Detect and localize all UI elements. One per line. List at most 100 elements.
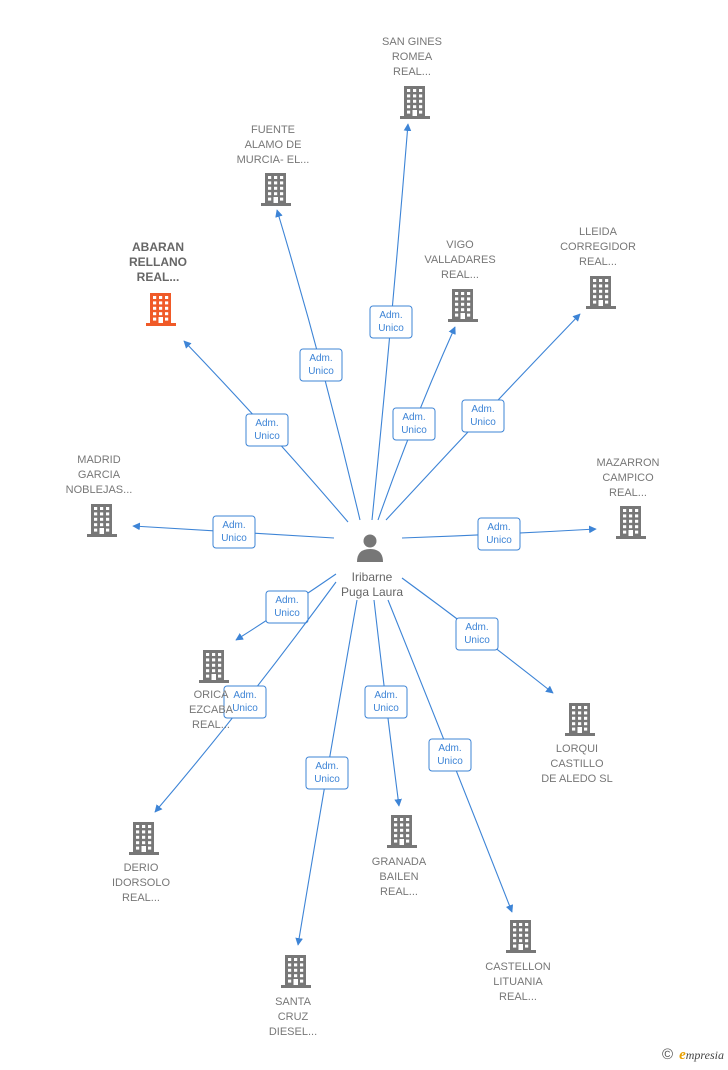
edge-role-label[interactable]: Adm.Unico	[299, 348, 343, 382]
edge-role-label[interactable]: Adm. Unico	[428, 738, 472, 772]
company-name-line: DE ALEDO SL	[541, 773, 613, 785]
edge-role-text: Adm.	[309, 353, 332, 364]
edge-5: Adm.Unico	[132, 515, 335, 549]
edge-role-label[interactable]: Adm.Unico	[392, 407, 436, 441]
company-name-line: LORQUI	[556, 743, 598, 755]
company-name-line: CASTELLON	[485, 961, 550, 973]
person-icon	[357, 534, 383, 562]
edge-role-label[interactable]: Adm. Unico	[369, 305, 413, 339]
edge-role-label[interactable]: Adm. Unico	[364, 685, 408, 719]
edge-role-text: Unico	[314, 774, 340, 785]
edge-7: Adm. Unico	[235, 573, 337, 641]
edge-role-text: Unico	[378, 323, 404, 334]
edge-role-text: Unico	[254, 431, 280, 442]
edge-role-text: Unico	[470, 417, 496, 428]
edge-role-text: Unico	[274, 608, 300, 619]
edge-role-text: Adm.	[379, 310, 402, 321]
edge-role-label[interactable]: Adm. Unico	[265, 590, 309, 624]
edge-role-label[interactable]: Adm.Unico	[455, 617, 499, 651]
company-name-line: MURCIA- EL...	[237, 154, 310, 166]
person-name-line: Puga Laura	[341, 585, 403, 599]
company-name-line: IDORSOLO	[112, 877, 171, 889]
company-node[interactable]: LORQUI CASTILLO DE ALEDO SL	[541, 703, 613, 785]
building-icon	[506, 920, 536, 953]
edge-2: Adm. Unico	[183, 340, 349, 523]
company-name-line: BAILEN	[379, 871, 418, 883]
company-name-line: REAL...	[441, 269, 479, 281]
edge-role-text: Adm.	[275, 595, 298, 606]
building-icon	[281, 955, 311, 988]
edge-10: Adm. Unico	[364, 599, 408, 807]
company-node[interactable]: ORICAEZCABAREAL...	[189, 650, 234, 731]
company-name-line: DERIO	[124, 862, 159, 874]
building-icon	[87, 504, 117, 537]
company-name-line: SAN GINES	[382, 36, 442, 48]
building-icon	[400, 86, 430, 119]
company-node[interactable]: CASTELLONLITUANIAREAL...	[485, 920, 551, 1003]
edge-8: Adm.Unico	[401, 577, 554, 694]
building-icon	[565, 703, 595, 736]
edge-role-text: Adm.	[487, 522, 510, 533]
company-node[interactable]: ABARANRELLANOREAL...	[129, 240, 187, 326]
company-name-line: VIGO	[446, 239, 474, 251]
building-icon	[199, 650, 229, 683]
company-node[interactable]: DERIO IDORSOLO REAL...	[112, 822, 171, 904]
edge-role-text: Unico	[437, 756, 463, 767]
edge-role-label[interactable]: Adm. Unico	[305, 756, 349, 790]
edge-9: Adm. Unico	[154, 581, 337, 813]
company-node[interactable]: MADRID GARCIA NOBLEJAS...	[66, 454, 133, 537]
company-name-line: NOBLEJAS...	[66, 484, 133, 496]
company-name-line: REAL...	[393, 66, 431, 78]
edge-role-text: Adm.	[471, 404, 494, 415]
company-name-line: RELLANO	[129, 255, 187, 269]
edge-role-text: Unico	[464, 635, 490, 646]
company-node[interactable]: LLEIDACORREGIDORREAL...	[560, 226, 636, 309]
edge-role-label[interactable]: Adm. Unico	[461, 399, 505, 433]
edge-role-label[interactable]: Adm. Unico	[477, 517, 521, 551]
company-name-line: CAMPICO	[602, 472, 654, 484]
company-name-line: REAL...	[579, 256, 617, 268]
edge-role-text: Unico	[486, 535, 512, 546]
company-name-line: REAL...	[122, 892, 160, 904]
edge-role-text: Unico	[373, 703, 399, 714]
edge-role-text: Unico	[232, 703, 258, 714]
company-name-line: REAL...	[380, 886, 418, 898]
edge-role-text: Adm.	[438, 743, 461, 754]
edge-11: Adm. Unico	[387, 599, 514, 913]
edge-role-label[interactable]: Adm. Unico	[223, 685, 267, 719]
company-name-line: VALLADARES	[424, 254, 495, 266]
edge-role-text: Adm.	[255, 418, 278, 429]
brand-logo: empresia	[679, 1047, 724, 1063]
company-node[interactable]: SANTACRUZDIESEL...	[269, 955, 317, 1038]
company-node[interactable]: FUENTE ALAMO DE MURCIA- EL...	[237, 124, 310, 206]
company-node[interactable]: VIGO VALLADARES REAL...	[424, 239, 496, 322]
building-icon	[586, 276, 616, 309]
company-node[interactable]: MAZARRONCAMPICOREAL...	[597, 457, 660, 539]
building-icon	[261, 173, 291, 206]
company-node[interactable]: SAN GINESROMEAREAL...	[382, 36, 442, 119]
edge-6: Adm. Unico	[401, 517, 597, 551]
edge-role-text: Adm.	[315, 761, 338, 772]
company-name-line: CASTILLO	[550, 758, 604, 770]
person-name-line: Iribarne	[352, 570, 393, 584]
company-name-line: FUENTE	[251, 124, 295, 136]
company-name-line: ABARAN	[132, 240, 184, 254]
company-name-line: ALAMO DE	[245, 139, 302, 151]
company-node[interactable]: GRANADABAILENREAL...	[372, 815, 427, 898]
edge-role-text: Adm.	[222, 520, 245, 531]
building-icon	[616, 506, 646, 539]
edge-role-text: Adm.	[402, 412, 425, 423]
edge-role-text: Adm.	[374, 690, 397, 701]
company-name-line: REAL...	[137, 270, 180, 284]
edges-layer: Adm.UnicoAdm.UnicoAdm.UnicoAdm.UnicoAdm.…	[132, 123, 597, 946]
edge-role-text: Adm.	[233, 690, 256, 701]
company-name-line: MADRID	[77, 454, 120, 466]
company-name-line: REAL...	[192, 719, 230, 731]
company-name-line: GARCIA	[78, 469, 121, 481]
company-name-line: LLEIDA	[579, 226, 618, 238]
edge-role-label[interactable]: Adm. Unico	[245, 413, 289, 447]
edge-role-label[interactable]: Adm.Unico	[212, 515, 256, 549]
